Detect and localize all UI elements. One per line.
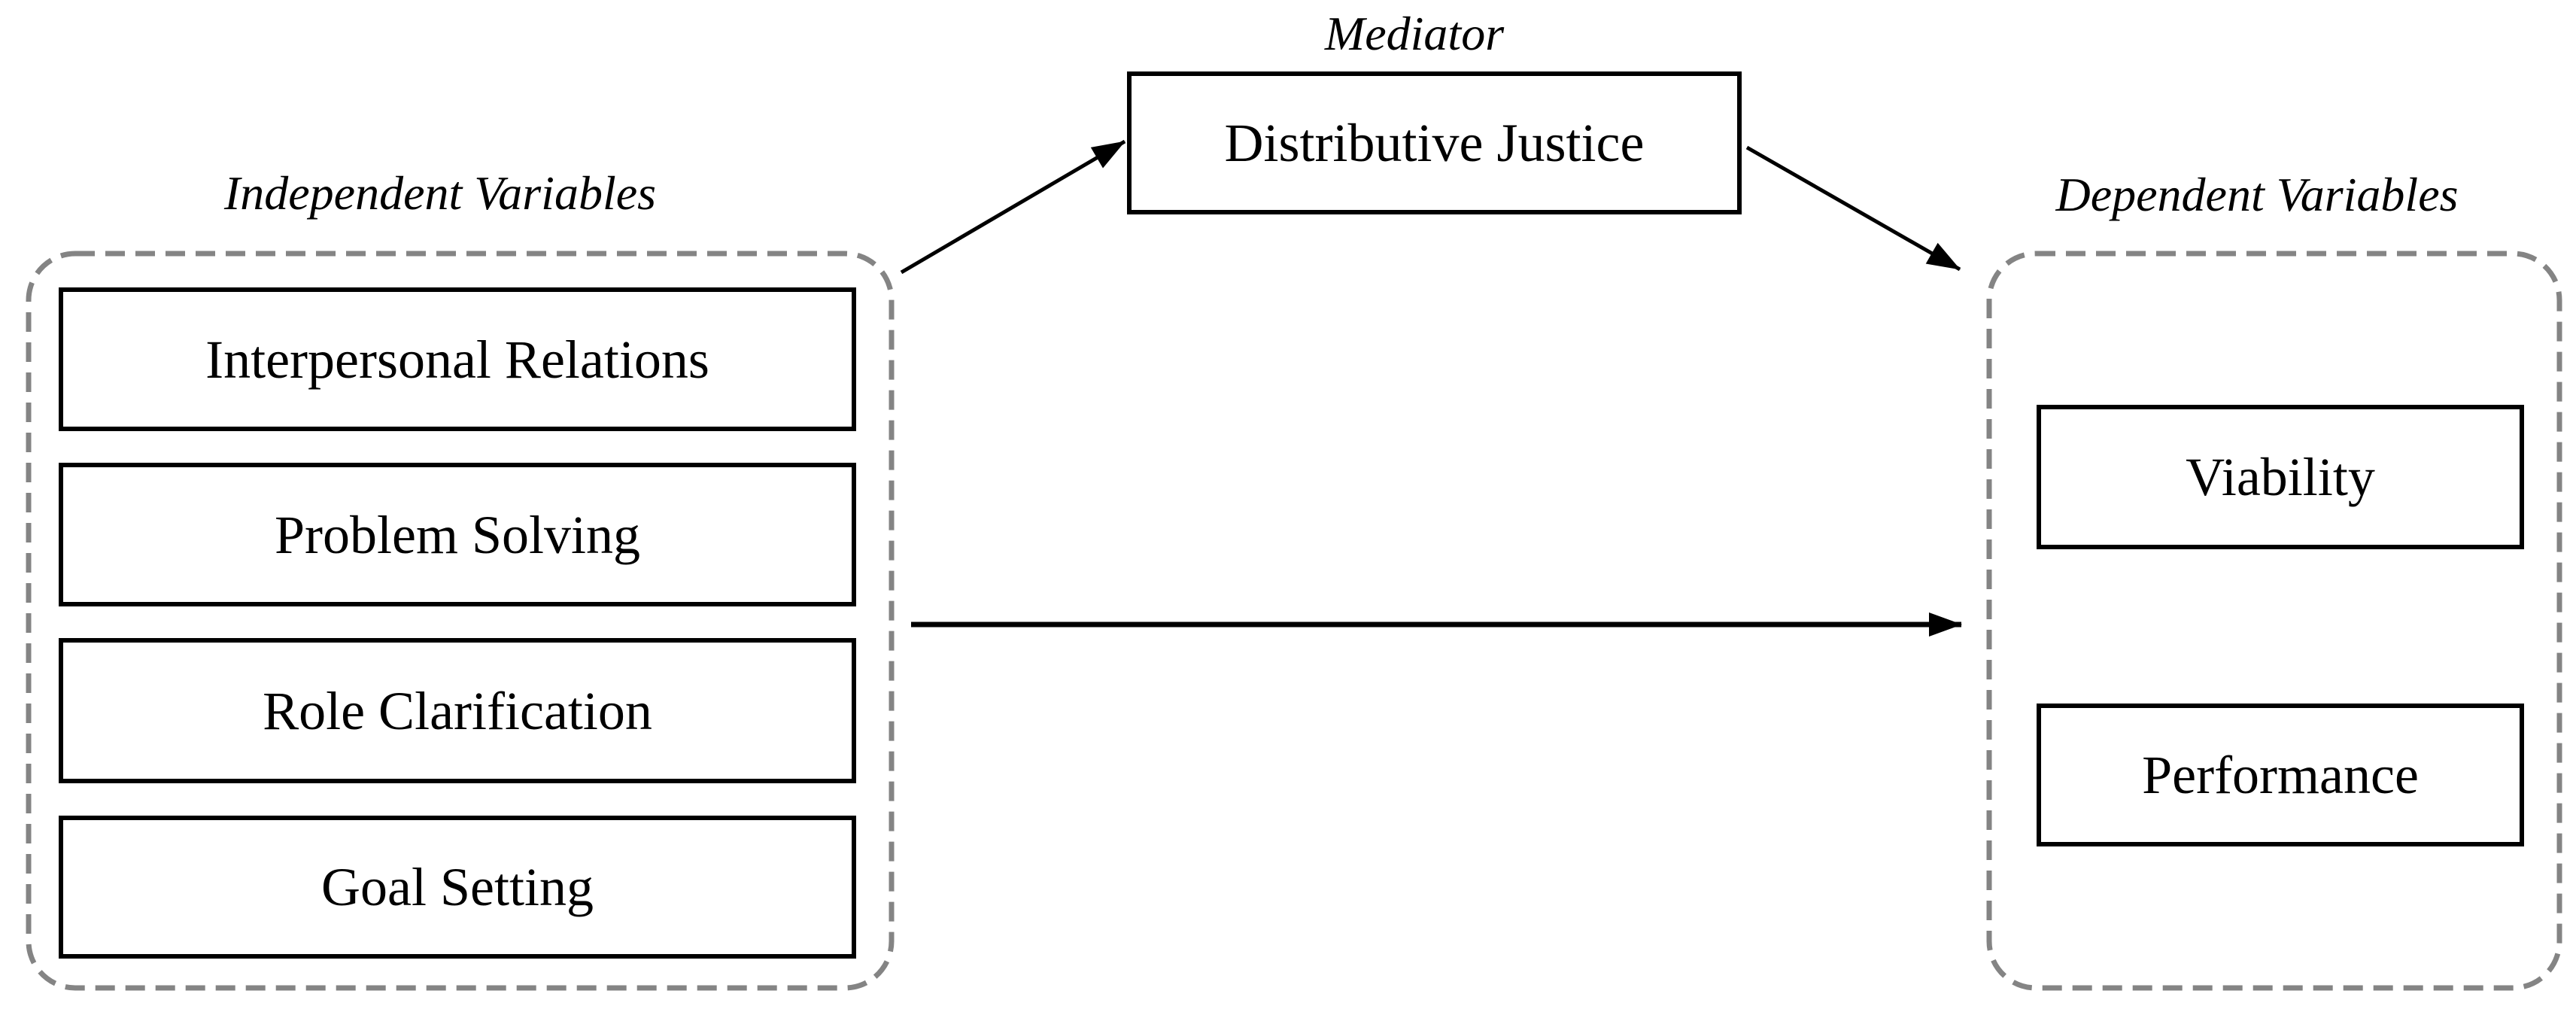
mediator-label: Mediator — [1324, 7, 1505, 60]
viability-box: Viability — [2037, 405, 2524, 549]
arrow-mediator-to-dependent — [1745, 145, 1961, 272]
performance-box: Performance — [2037, 704, 2524, 846]
goal-setting-box: Goal Setting — [59, 816, 856, 959]
distributive-justice-box: Distributive Justice — [1127, 71, 1742, 214]
independent-variables-label: Independent Variables — [223, 166, 657, 220]
arrow-independent-to-mediator — [900, 139, 1126, 275]
problem-solving-box: Problem Solving — [59, 463, 856, 606]
dependent-variables-group-border — [1986, 251, 2562, 991]
interpersonal-relations-box: Interpersonal Relations — [59, 287, 856, 431]
dependent-variables-label: Dependent Variables — [2055, 168, 2459, 221]
independent-variables-group-border — [26, 251, 895, 991]
role-clarification-box: Role Clarification — [59, 638, 856, 783]
